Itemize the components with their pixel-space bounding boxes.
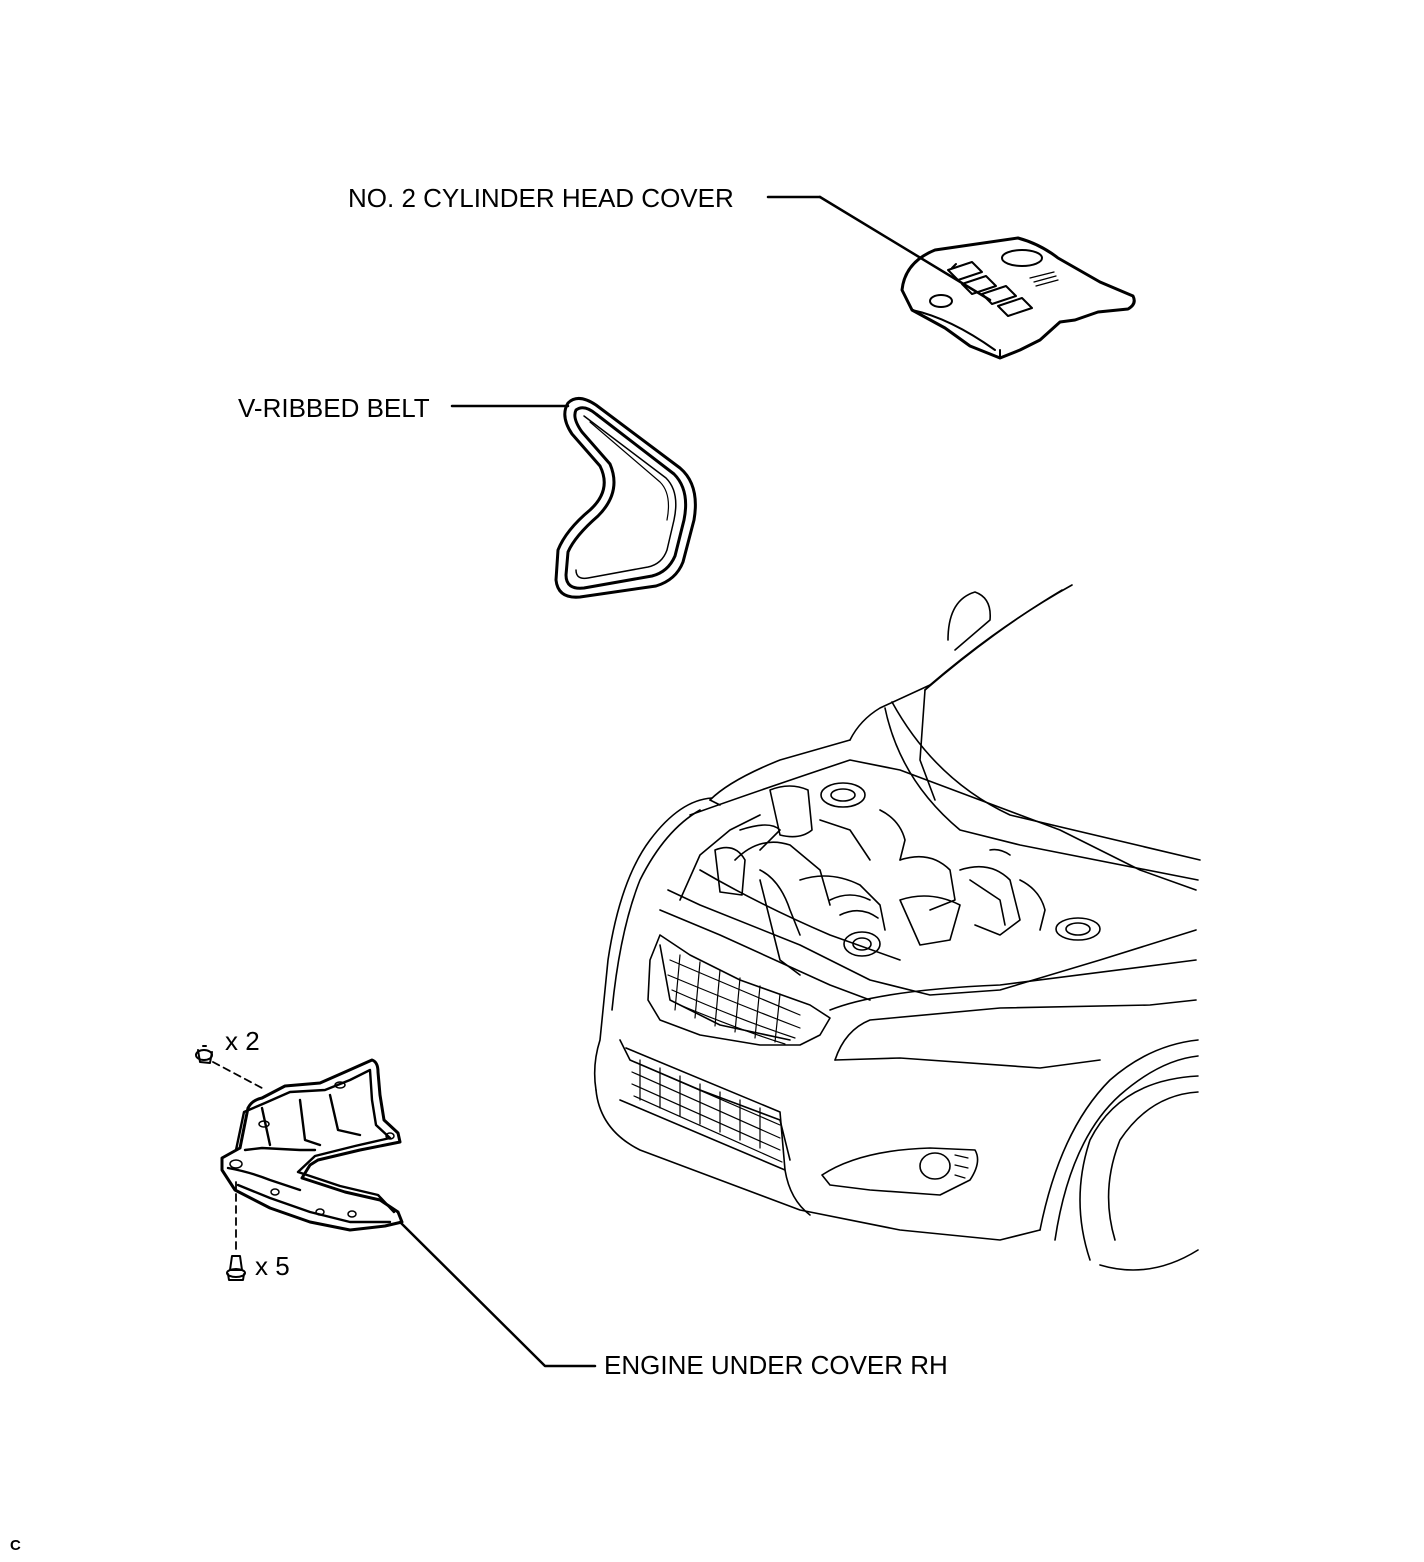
v-ribbed-belt-part xyxy=(554,397,697,599)
engine-under-cover-leader xyxy=(398,1220,597,1368)
callout-cylinder-head-cover: NO. 2 CYLINDER HEAD COVER xyxy=(348,183,734,213)
bolt-quantity-label: x 5 xyxy=(255,1251,290,1281)
bolt-fastener-icon xyxy=(226,1255,246,1281)
callout-engine-under-cover: ENGINE UNDER COVER RH xyxy=(604,1350,948,1380)
callout-v-ribbed-belt: V-RIBBED BELT xyxy=(238,393,430,423)
clip-quantity-label: x 2 xyxy=(225,1026,260,1056)
cylinder-head-cover-leader-diagonal xyxy=(818,195,992,302)
clip-fastener-icon xyxy=(195,1045,213,1064)
corner-mark: C xyxy=(10,1537,21,1554)
engine-under-cover-part xyxy=(220,1058,404,1232)
clip-dashed-guide xyxy=(212,1061,263,1089)
vehicle-front-illustration xyxy=(593,584,1201,1271)
cylinder-head-cover-part xyxy=(900,236,1136,360)
